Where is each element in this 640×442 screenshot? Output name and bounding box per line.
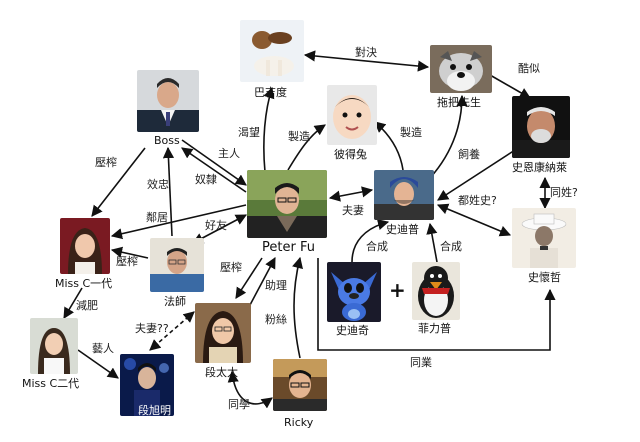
edge-label-spouse-q: 夫妻?? <box>135 322 169 335</box>
edge-label-feed: 飼養 <box>458 148 480 161</box>
duanxuming-photo <box>120 354 174 416</box>
edge-label-diet: 減肥 <box>76 299 98 312</box>
edge-label-artist: 藝人 <box>92 342 114 355</box>
fashi-photo <box>150 238 204 292</box>
peterfu-label: Peter Fu <box>262 240 315 255</box>
edge-label-same-surname-both: 都姓史? <box>458 194 497 207</box>
fashi-label: 法師 <box>164 295 186 308</box>
edge-label-same-trade: 同業 <box>410 356 432 369</box>
man-portrait-icon <box>137 70 199 132</box>
basset-dog-icon <box>240 20 304 82</box>
boss-label: Boss <box>154 134 180 147</box>
woman-portrait-icon <box>195 303 251 363</box>
bidetu-photo <box>327 85 377 145</box>
edge-label-loyal: 效忠 <box>147 178 169 191</box>
duantaitai-photo <box>195 303 251 363</box>
man-in-hat-icon <box>512 208 576 268</box>
edge-create-2 <box>374 121 404 171</box>
edge-label-create-1: 製造 <box>288 130 310 143</box>
shidiqi-label: 史迪奇 <box>336 324 369 337</box>
shienkang-photo <box>512 96 570 158</box>
shidipu-photo <box>374 170 434 220</box>
edge-label-squeeze-1: 壓榨 <box>95 156 117 169</box>
woman-portrait-icon <box>60 218 110 274</box>
man-portrait-icon <box>273 359 327 411</box>
edge-label-desire: 渴望 <box>238 126 260 139</box>
bajidu-label: 巴吉度 <box>254 86 287 99</box>
shienkang-label: 史恩康納萊 <box>512 161 567 174</box>
missc2-label: Miss C二代 <box>22 377 80 390</box>
peterfu-photo <box>247 170 327 238</box>
edge-merge-2 <box>426 222 438 263</box>
edge-label-spouse: 夫妻 <box>342 204 364 217</box>
shidiqi-photo <box>327 262 381 322</box>
stitch-character-icon <box>327 262 381 322</box>
edge-label-resemble: 酷似 <box>518 62 540 75</box>
shidipu-label: 史迪普 <box>386 223 419 236</box>
missc2-photo <box>30 318 78 374</box>
edge-resemble <box>489 74 531 99</box>
edge-label-squeeze-2: 壓榨 <box>116 255 138 268</box>
feilipu-label: 菲力普 <box>418 322 451 335</box>
shihuaizhe-label: 史懷哲 <box>528 271 561 284</box>
edge-label-master: 主人 <box>218 147 240 160</box>
man-portrait-icon <box>150 238 204 292</box>
edge-label-duel: 對決 <box>355 46 377 59</box>
schnauzer-dog-icon <box>430 45 492 93</box>
bidetu-label: 彼得兔 <box>334 148 367 161</box>
edge-label-slave: 奴隸 <box>195 173 217 186</box>
penguin-plush-icon <box>412 262 460 320</box>
ricky-photo <box>273 359 327 411</box>
bajidu-photo <box>240 20 304 82</box>
singer-on-stage-icon <box>120 354 174 416</box>
edge-loyal <box>162 146 175 237</box>
feilipu-photo <box>412 262 460 320</box>
edge-label-squeeze-3: 壓榨 <box>220 261 242 274</box>
woman-portrait-icon <box>30 318 78 374</box>
tuobaxiansheng-photo <box>430 45 492 93</box>
shihuaizhe-photo <box>512 208 576 268</box>
edge-label-friend: 好友 <box>205 219 227 232</box>
boss-photo <box>137 70 199 132</box>
edge-label-classmate: 同學 <box>228 398 250 411</box>
edge-desire <box>263 86 275 173</box>
tuobaxiansheng-label: 拖把先生 <box>437 96 481 109</box>
missc1-label: Miss C一代 <box>55 277 113 290</box>
edge-label-merge-2: 合成 <box>440 240 462 253</box>
man-portrait-icon <box>247 170 327 238</box>
edge-label-create-2: 製造 <box>400 126 422 139</box>
duantaitai-label: 段太太 <box>205 366 238 379</box>
edge-spouse <box>328 186 374 202</box>
edge-label-same-surname: 同姓? <box>550 186 578 199</box>
edge-label-merge-1: 合成 <box>366 240 388 253</box>
ricky-label: Ricky <box>284 416 314 429</box>
edge-fan <box>292 256 303 359</box>
edge-label-assistant: 助理 <box>265 279 287 292</box>
plus-sign: + <box>389 278 406 302</box>
edge-label-neighbor: 鄰居 <box>146 211 168 224</box>
man-portrait-icon <box>512 96 570 158</box>
missc1-photo <box>60 218 110 274</box>
edge-same-surname-b <box>436 203 512 237</box>
woman-portrait-icon <box>374 170 434 220</box>
edge-label-fan: 粉絲 <box>265 313 287 326</box>
baby-portrait-icon <box>327 85 377 145</box>
duanxuming-label: 段旭明 <box>138 404 171 417</box>
